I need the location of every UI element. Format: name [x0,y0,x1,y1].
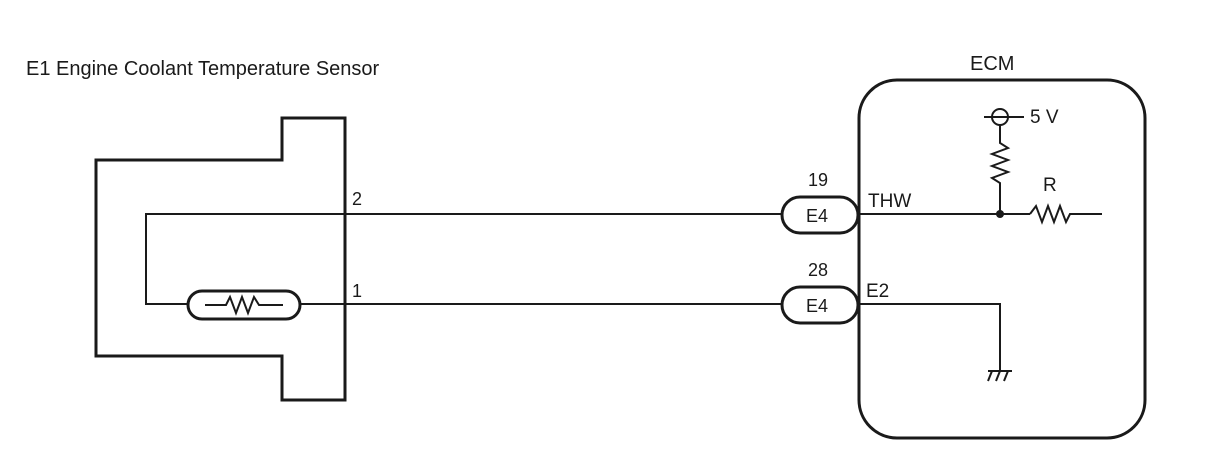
sensor-internal-wire [145,213,345,305]
sensor-title: E1 Engine Coolant Temperature Sensor [26,58,380,80]
connector-e4-top-label: E4 [806,206,828,226]
resistor-r-label: R [1043,175,1057,196]
ecm-title: ECM [970,53,1014,75]
ecm-e2-line [858,303,1001,370]
supply-5v-label: 5 V [1030,107,1059,128]
thermistor-icon [205,294,283,316]
signal-thw-label: THW [868,191,911,212]
pullup-resistor-icon [989,125,1011,214]
connector-19-pin: 19 [808,170,828,190]
ecm-box [857,78,1147,440]
connector-28-pin: 28 [808,260,828,280]
sensor-pin-2: 2 [352,189,362,209]
connector-e4-bottom-label: E4 [806,296,828,316]
ground-icon [987,370,1012,382]
sensor-pin-1: 1 [352,281,362,301]
resistor-r-icon [1029,203,1102,225]
signal-e2-label: E2 [866,281,889,302]
sensor-housing [94,116,347,402]
